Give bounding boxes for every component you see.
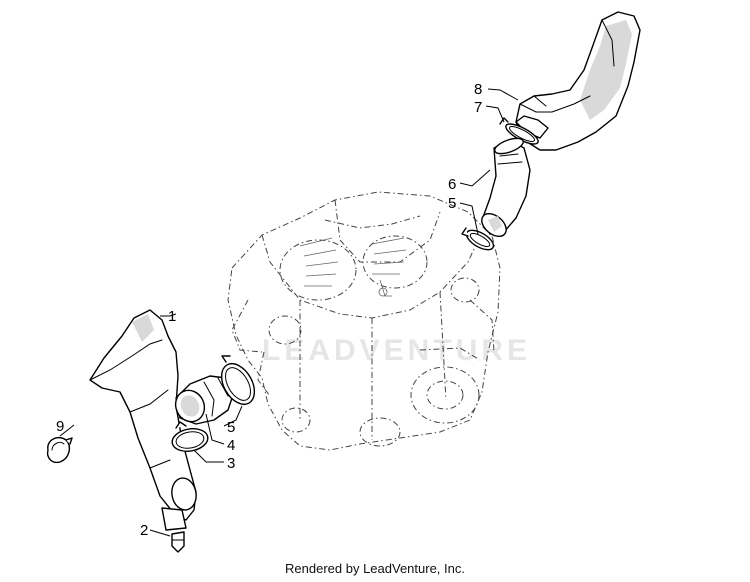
part-9-clamp	[46, 436, 73, 464]
part-8-intake-duct	[515, 11, 641, 151]
watermark-text: LEADVENTURE	[262, 334, 531, 367]
callout-4: 4	[227, 437, 235, 454]
callout-5-lower: 5	[227, 419, 235, 436]
callout-6: 6	[448, 176, 456, 193]
part-6-intake-tube	[481, 137, 531, 238]
callout-8: 8	[474, 81, 482, 98]
part-3-clamp	[171, 421, 209, 452]
callout-2: 2	[140, 522, 148, 539]
part-5-lower-clamp	[220, 355, 256, 405]
leader-lines	[59, 88, 519, 537]
part-1-intake-elbow	[89, 309, 197, 531]
callout-5-upper: 5	[448, 195, 456, 212]
engine-outline	[227, 191, 501, 451]
part-5-upper-clamp	[461, 227, 495, 251]
callout-7: 7	[474, 99, 482, 116]
part-2-drain	[171, 531, 185, 553]
callout-9: 9	[56, 418, 64, 435]
callouts: 1 2 3 4 5 5 6 7 8 9	[56, 81, 482, 539]
footer-credit: Rendered by LeadVenture, Inc.	[285, 561, 465, 576]
callout-1: 1	[168, 308, 176, 325]
callout-3: 3	[227, 455, 235, 472]
